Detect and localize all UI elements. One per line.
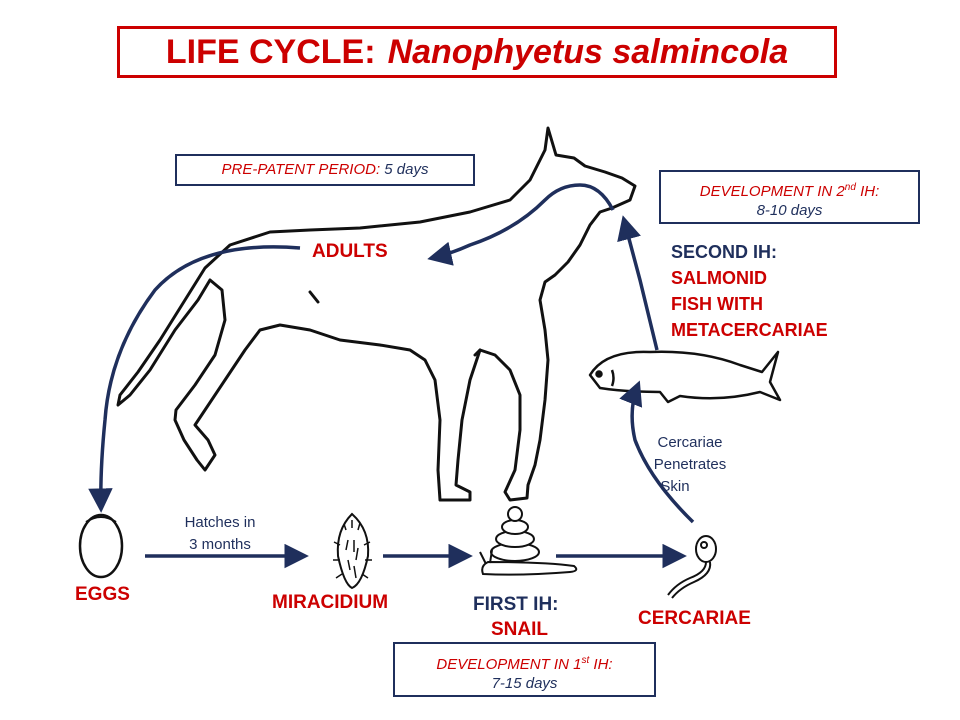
hatch-note-line2: 3 months (189, 536, 251, 553)
title-prefix: LIFE CYCLE: (165, 32, 376, 71)
prepatent-box: PRE-PATENT PERIOD: 5 days (175, 154, 475, 186)
second-ih-line3: METACERCARIAE (671, 320, 828, 340)
prepatent-label: PRE-PATENT PERIOD: (221, 161, 381, 178)
dog-outline (116, 126, 637, 502)
arrow-adults-to-eggs (88, 245, 301, 513)
dev-second-value: 8-10 days (756, 202, 823, 219)
dev-first-value: 7-15 days (491, 675, 558, 692)
fish-outline (588, 350, 782, 404)
miracidium-drawing (333, 512, 372, 590)
penetrate-note-line2: Penetrates (653, 456, 727, 473)
hatch-note-line1: Hatches in (184, 514, 256, 531)
label-first-ih-host: SNAIL (491, 619, 548, 640)
arrow-fish-to-dog (617, 215, 659, 351)
arrow-dog-to-adults (427, 183, 615, 266)
second-ih-line1: SALMONID (671, 268, 767, 288)
hatch-note: Hatches in 3 months (160, 512, 280, 556)
dev-second-label: DEVELOPMENT IN 2nd IH: (699, 182, 880, 200)
label-adults: ADULTS (312, 241, 388, 262)
arrow-cercariae-to-fish (619, 380, 695, 524)
title-species: Nanophyetus salmincola (387, 32, 789, 71)
title-box: LIFE CYCLE: Nanophyetus salmincola (117, 26, 837, 78)
second-ih-label: SECOND IH: SALMONID FISH WITH METACERCAR… (671, 239, 828, 343)
label-first-ih-title: FIRST IH: (473, 594, 559, 615)
snail-drawing (479, 506, 578, 576)
second-ih-line2: FISH WITH (671, 294, 763, 314)
dev-first-label: DEVELOPMENT IN 1st IH: (436, 655, 613, 673)
egg-drawing (78, 513, 124, 579)
prepatent-value: 5 days (384, 161, 429, 178)
penetrate-note: Cercariae Penetrates Skin (640, 432, 740, 498)
label-eggs: EGGS (75, 584, 130, 605)
dev-first-box: DEVELOPMENT IN 1st IH: 7-15 days (393, 642, 656, 697)
penetrate-note-line3: Skin (660, 478, 690, 495)
label-miracidium: MIRACIDIUM (272, 592, 389, 613)
dev-second-box: DEVELOPMENT IN 2nd IH: 8-10 days (659, 170, 920, 224)
label-cercariae: CERCARIAE (638, 608, 751, 629)
penetrate-note-line1: Cercariae (657, 434, 723, 451)
cercaria-drawing (667, 535, 717, 599)
arrows (88, 183, 695, 569)
second-ih-title: SECOND IH: (671, 242, 778, 262)
